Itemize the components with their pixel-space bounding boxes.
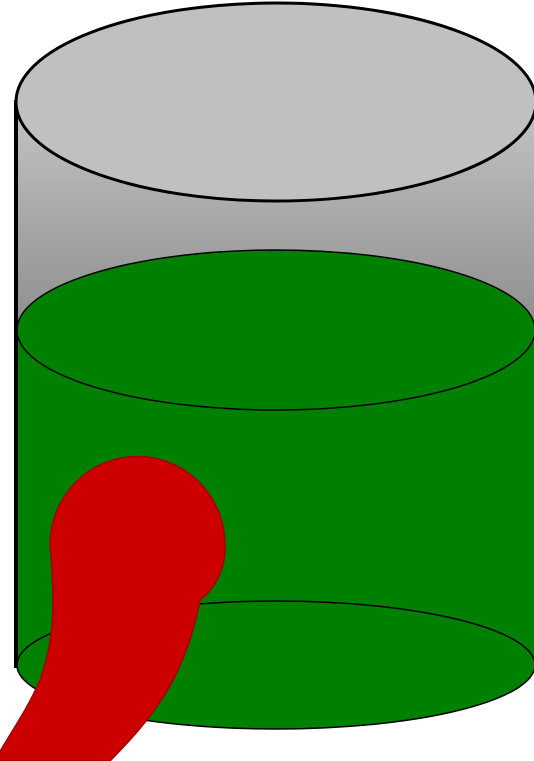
liquid-surface <box>17 250 534 410</box>
cylinder-top <box>16 3 534 201</box>
